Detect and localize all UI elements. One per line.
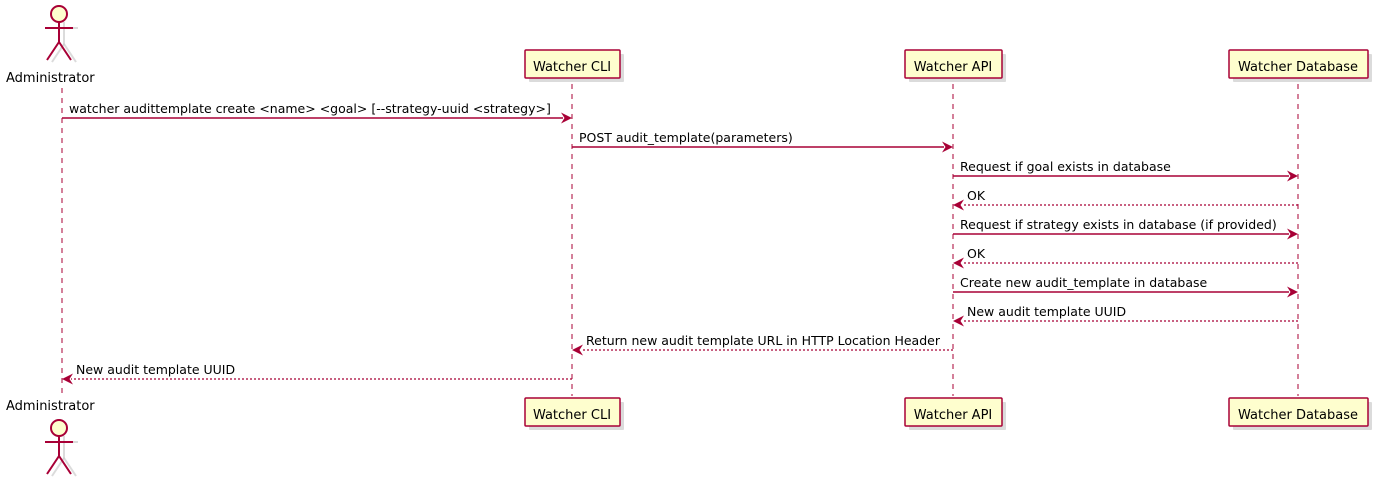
message-label: Return new audit template URL in HTTP Lo… xyxy=(586,333,941,348)
arrow-head-icon xyxy=(561,112,572,124)
message-label: OK xyxy=(967,246,986,261)
participant-box[interactable] xyxy=(1228,397,1369,427)
message-label: watcher audittemplate create <name> <goa… xyxy=(69,101,551,116)
arrow-head-icon xyxy=(953,199,964,211)
participant-watcher-database-top[interactable]: Watcher Database xyxy=(1228,49,1372,82)
arrow-head-icon xyxy=(1287,170,1298,182)
arrow-head-icon xyxy=(942,141,953,153)
message-9: Return new audit template URL in HTTP Lo… xyxy=(572,333,953,356)
actor-leg-left xyxy=(46,41,60,61)
actor-leg-left-bottom xyxy=(46,455,60,475)
actor-administrator-bottom[interactable]: Administrator xyxy=(6,399,95,477)
participant-label-watcher-database-bottom: Watcher Database xyxy=(1238,408,1358,423)
actor-head-icon xyxy=(50,5,68,23)
arrow-head-icon xyxy=(953,257,964,269)
lifelines xyxy=(61,84,1299,396)
arrow-head-icon xyxy=(953,315,964,327)
message-label: Request if goal exists in database xyxy=(960,159,1171,174)
message-1: watcher audittemplate create <name> <goa… xyxy=(62,101,572,124)
message-label: Request if strategy exists in database (… xyxy=(960,217,1277,232)
participant-watcher-api-top[interactable]: Watcher API xyxy=(904,49,1006,82)
participant-watcher-cli-bottom[interactable]: Watcher CLI xyxy=(524,397,624,430)
participant-label-watcher-cli-bottom: Watcher CLI xyxy=(533,408,611,423)
actor-leg-right-bottom xyxy=(58,455,72,475)
messages-layer: watcher audittemplate create <name> <goa… xyxy=(62,101,1298,385)
participant-label-watcher-api-top: Watcher API xyxy=(914,60,993,75)
message-label: OK xyxy=(967,188,986,203)
arrow-head-icon xyxy=(572,344,583,356)
actor-label-administrator-bottom: Administrator xyxy=(6,399,95,414)
actor-leg-right xyxy=(58,41,72,61)
participant-box[interactable] xyxy=(904,397,1003,427)
participant-label-watcher-database-top: Watcher Database xyxy=(1238,60,1358,75)
participant-box[interactable] xyxy=(1228,49,1369,79)
message-4: OK xyxy=(953,188,1298,211)
arrow-head-icon xyxy=(1287,228,1298,240)
actor-label-administrator-top: Administrator xyxy=(6,71,95,86)
arrow-head-icon xyxy=(62,373,73,385)
message-7: Create new audit_template in database xyxy=(953,275,1298,298)
message-10: New audit template UUID xyxy=(62,362,572,385)
participant-box[interactable] xyxy=(524,49,621,79)
participant-watcher-api-bottom[interactable]: Watcher API xyxy=(904,397,1006,430)
message-3: Request if goal exists in database xyxy=(953,159,1298,182)
message-5: Request if strategy exists in database (… xyxy=(953,217,1298,240)
message-6: OK xyxy=(953,246,1298,269)
participant-label-watcher-cli-top: Watcher CLI xyxy=(533,60,611,75)
participant-box[interactable] xyxy=(904,49,1003,79)
message-8: New audit template UUID xyxy=(953,304,1298,327)
message-label: Create new audit_template in database xyxy=(960,275,1207,290)
participant-label-watcher-api-bottom: Watcher API xyxy=(914,408,993,423)
arrow-head-icon xyxy=(1287,286,1298,298)
message-label: New audit template UUID xyxy=(76,362,235,377)
actor-administrator-top[interactable]: Administrator xyxy=(6,5,95,86)
message-label: New audit template UUID xyxy=(967,304,1126,319)
participant-box[interactable] xyxy=(524,397,621,427)
actor-head-icon-bottom xyxy=(50,419,68,437)
message-label: POST audit_template(parameters) xyxy=(579,130,793,145)
participant-watcher-cli-top[interactable]: Watcher CLI xyxy=(524,49,624,82)
message-2: POST audit_template(parameters) xyxy=(572,130,953,153)
participant-watcher-database-bottom[interactable]: Watcher Database xyxy=(1228,397,1372,430)
